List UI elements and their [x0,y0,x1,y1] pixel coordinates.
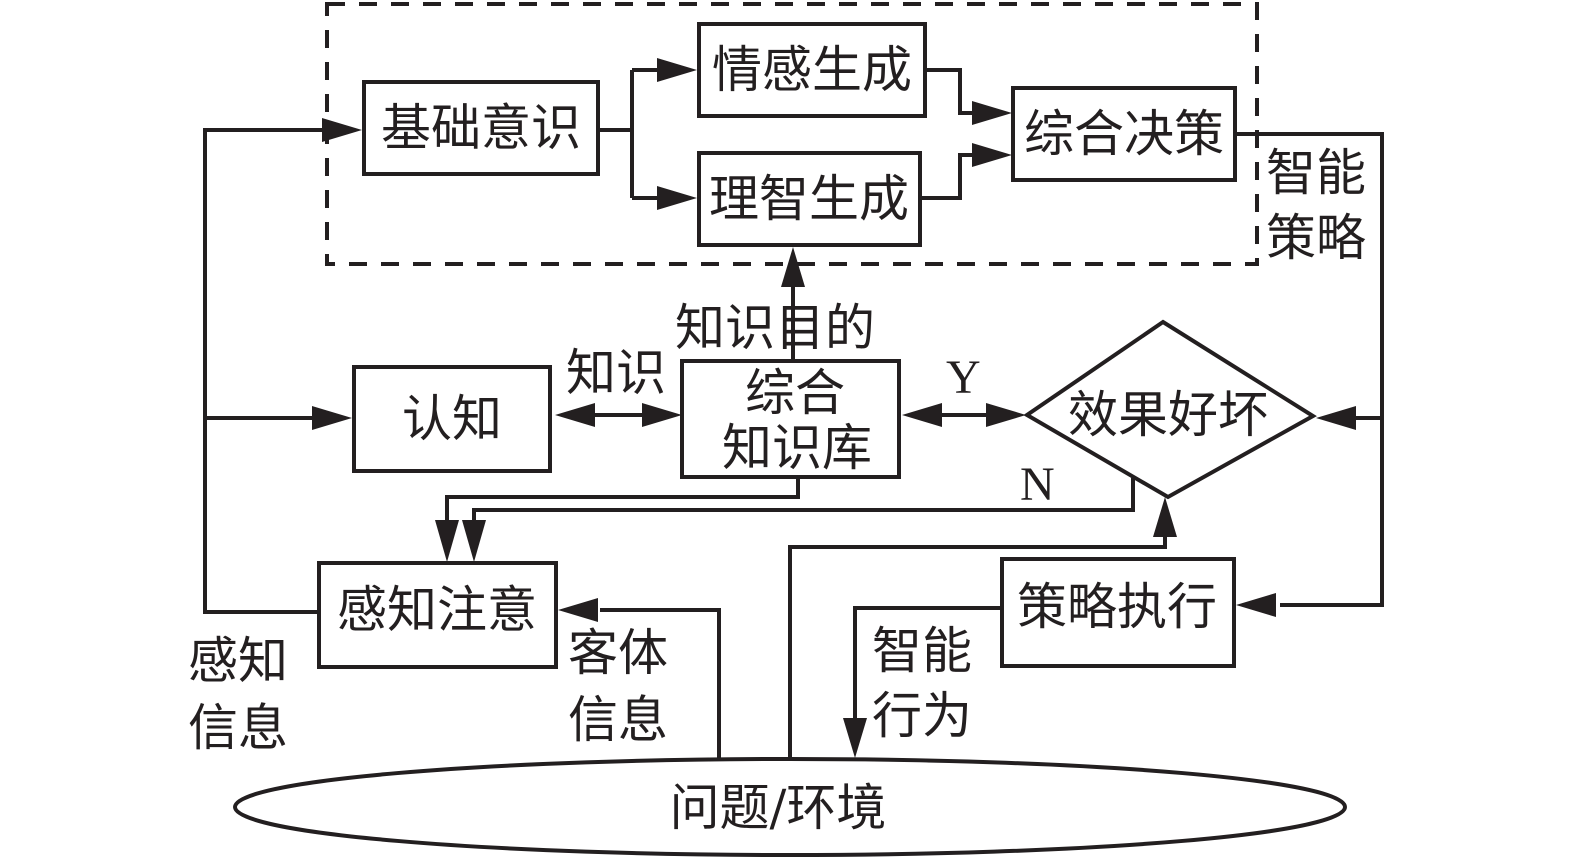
problem-environment-label: 问题/环境 [670,779,887,837]
effect-evaluation-label: 效果好坏 [1068,386,1268,444]
node-strategy-execution: 策略执行 [1000,557,1236,668]
knowledge-goal-label: 知识目的 [675,299,875,357]
arrow-to-cognition-left [555,403,595,427]
no-connector [472,478,1135,525]
cognition-label: 认知 [402,390,502,448]
perception-info-connector [203,128,340,614]
knowledge-base-label-line1: 综合 [745,364,845,422]
arrow-reason-to-decision [972,143,1012,167]
node-reason-generation: 理智生成 [697,151,922,247]
intelligent-behavior-label-line2: 行为 [872,687,972,745]
arrow-to-evaluation-bottom [1153,497,1177,537]
node-basic-consciousness: 基础意识 [362,80,600,176]
basic-consciousness-label: 基础意识 [381,99,581,157]
reason-generation-label: 理智生成 [709,170,909,228]
perception-attention-label: 感知注意 [337,581,537,639]
intelligent-behavior-connector [853,606,1003,720]
strategy-execution-label: 策略执行 [1017,578,1217,636]
arrow-to-basic-consciousness [322,118,362,142]
node-comprehensive-decision: 综合决策 [1011,86,1237,182]
arrow-to-environment [843,718,867,758]
arrow-to-strategy-execution [1236,593,1276,617]
node-effect-evaluation: 效果好坏 [1023,319,1317,500]
object-info-label-line2: 信息 [568,691,668,749]
arrow-to-emotion [657,58,697,82]
perception-info-label-line1: 感知 [188,632,288,690]
node-cognition: 认知 [352,365,552,473]
intelligent-strategy-label-line2: 策略 [1266,209,1366,267]
arrow-to-reason-generation [781,247,805,287]
node-knowledge-base: 综合 知识库 [680,359,901,479]
intelligent-strategy-label-line1: 智能 [1266,144,1366,202]
knowledge-to-perception-connector [445,478,800,525]
arrow-no-to-perception [462,520,486,562]
emotion-generation-label: 情感生成 [712,41,912,99]
arrow-to-knowledge-base-right [902,403,942,427]
intelligent-strategy-connector [1235,132,1384,607]
arrow-to-knowledge-base [642,403,682,427]
object-info-label-line1: 客体 [568,624,668,682]
arrow-knowledge-to-perception [435,520,459,562]
no-label: N [1020,458,1055,511]
node-problem-environment: 问题/环境 [233,757,1347,857]
yes-label: Y [946,351,981,404]
arrow-to-reason [657,186,697,210]
perception-info-label-line2: 信息 [188,699,288,757]
arrow-to-cognition [312,406,352,430]
arrow-to-evaluation [1316,406,1356,430]
object-info-connector [600,608,721,760]
arrow-to-evaluation-left [986,403,1026,427]
knowledge-label: 知识 [566,344,666,402]
knowledge-base-label-line2: 知识库 [722,419,872,477]
arrow-emotion-to-decision [972,101,1012,125]
arrow-to-perception-attention [558,598,598,622]
intelligent-behavior-label-line1: 智能 [872,622,972,680]
environment-to-evaluation-connector [788,530,1167,760]
node-perception-attention: 感知注意 [317,561,558,669]
node-emotion-generation: 情感生成 [697,22,927,118]
comprehensive-decision-label: 综合决策 [1024,105,1224,163]
